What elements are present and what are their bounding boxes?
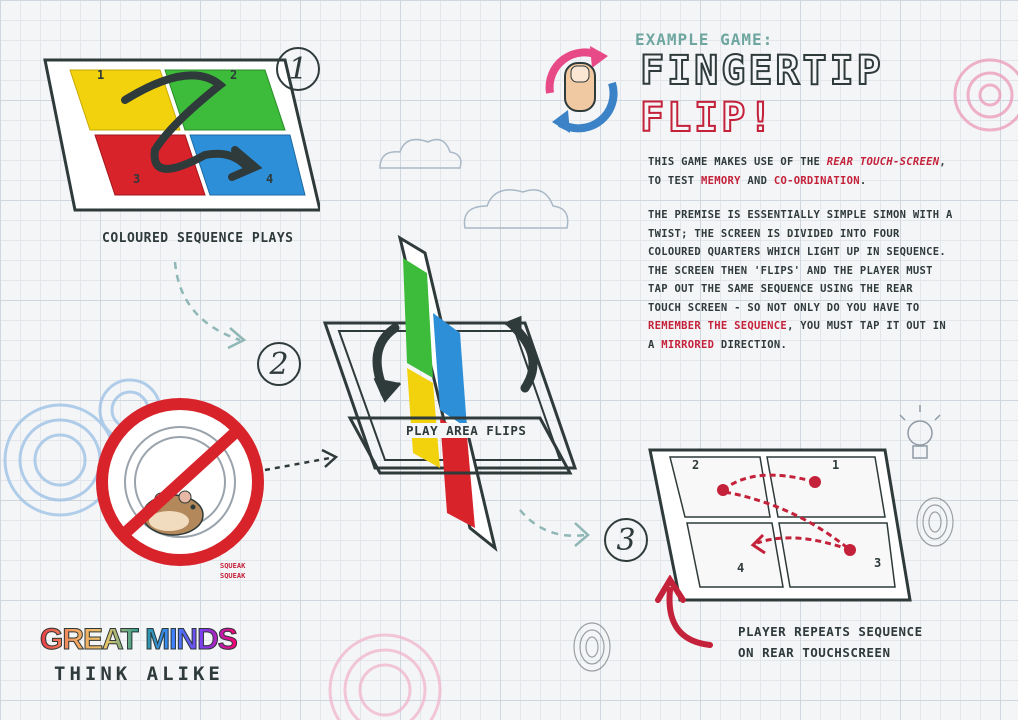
pink-scribble-circles-bottom: [328, 633, 442, 720]
step2-caption: PLAY AREA FLIPS: [404, 423, 529, 438]
description-paragraph-2: THE PREMISE IS ESSENTIALLY SIMPLE SIMON …: [648, 209, 953, 351]
step3-number-circle: 3: [604, 518, 648, 562]
pink-scribble-circles: [953, 58, 1018, 132]
step3-curved-arrow: [655, 575, 713, 648]
flip-green: [403, 258, 433, 378]
arrowhead-1: [227, 327, 247, 350]
quadrant-red: [94, 134, 206, 196]
think-alike-logo: THINK ALIKE: [54, 663, 224, 685]
cloud-doodle: [379, 138, 569, 229]
rear-quadrant-3: [778, 522, 896, 588]
step3-q4-label: 4: [737, 561, 745, 575]
hamster-arrow: [264, 456, 331, 472]
mirrored-highlight: MIRRORED: [661, 338, 715, 351]
flip-blue: [433, 313, 467, 428]
rear-sequence-path: [722, 473, 851, 552]
step2-flip-diagram: [322, 234, 578, 552]
sequence-arrowhead: [228, 146, 263, 181]
lightbulb-icon: [899, 405, 941, 459]
step2-number-circle: 2: [257, 342, 301, 386]
finger-flip-icon: [545, 46, 618, 133]
arrowhead-2: [574, 522, 590, 547]
step1-q3-label: 3: [133, 172, 141, 186]
step1-q4-label: 4: [266, 172, 274, 186]
description-paragraph-1: THIS GAME MAKES USE OF THE REAR TOUCH-SC…: [648, 156, 946, 187]
great-minds-logo: GREAT MINDS: [40, 623, 239, 657]
step3-rear-pad: [648, 448, 912, 602]
squeak-text-2: SQUEAK: [220, 572, 246, 580]
squeak-text-1: SQUEAK: [220, 562, 246, 570]
step3-q3-label: 3: [874, 556, 882, 570]
step3-caption-line1: PLAYER REPEATS SEQUENCE: [738, 624, 923, 639]
step1-caption: COLOURED SEQUENCE PLAYS: [102, 231, 294, 246]
step3-q1-label: 1: [832, 458, 840, 472]
step3-caption-line2: ON REAR TOUCHSCREEN: [738, 645, 891, 660]
memory-highlight: MEMORY: [700, 174, 741, 187]
coordination-highlight: CO-ORDINATION: [773, 174, 860, 187]
remember-highlight: REMEMBER THE SEQUENCE: [648, 320, 788, 332]
sequence-path: [121, 71, 249, 173]
step1-sequence-pad: [43, 58, 320, 212]
dashed-flow-arrows: [173, 261, 586, 537]
fingerprint-doodles: [573, 497, 954, 672]
rear-quadrant-1: [766, 456, 886, 518]
game-title-line2: FLIP!: [639, 94, 776, 142]
step2-number: 2: [269, 346, 289, 382]
example-game-label: EXAMPLE GAME:: [635, 30, 774, 49]
step1-number: 1: [288, 51, 308, 87]
rear-touch-highlight: REAR TOUCH-SCREEN: [826, 156, 940, 168]
step3-q2-label: 2: [692, 458, 700, 472]
step1-q1-label: 1: [97, 68, 105, 82]
quadrant-green: [164, 69, 286, 131]
step3-number: 3: [616, 522, 636, 558]
no-hamster-sign: [96, 398, 264, 566]
game-title-line1: FINGERTIP: [639, 47, 884, 95]
step1-number-circle: 1: [276, 47, 320, 91]
step1-q2-label: 2: [230, 68, 238, 82]
